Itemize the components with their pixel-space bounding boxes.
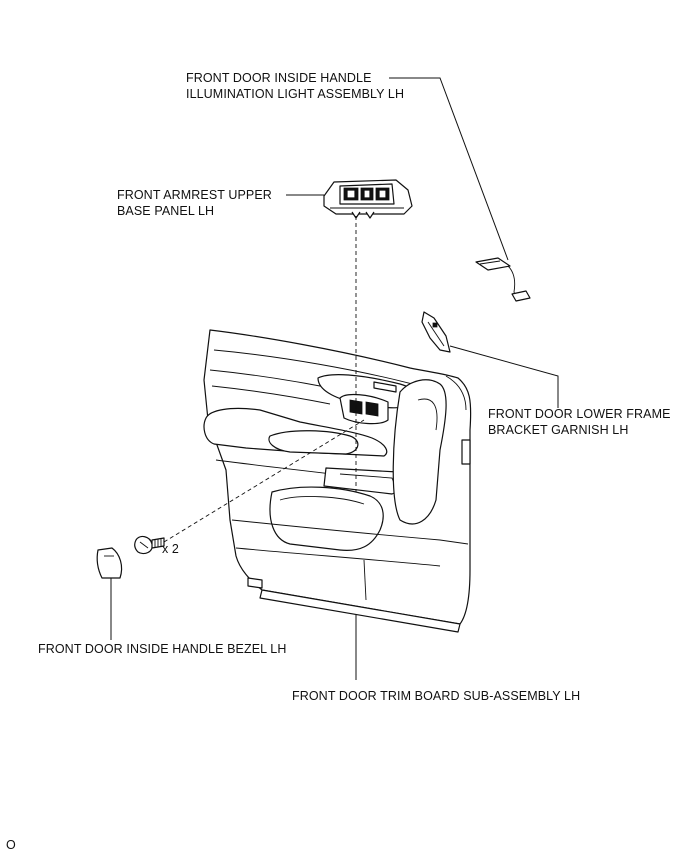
label-lower-frame-garnish-line2: BRACKET GARNISH LH (488, 423, 629, 437)
label-trim-board: FRONT DOOR TRIM BOARD SUB-ASSEMBLY LH (292, 689, 580, 703)
trim-board-assembly (203, 329, 472, 633)
label-screw-quantity: x 2 (162, 542, 179, 556)
lower-frame-bracket-garnish (421, 311, 451, 353)
inside-handle-bezel (96, 547, 123, 579)
label-lower-frame-garnish-line1: FRONT DOOR LOWER FRAME (488, 407, 671, 421)
label-handle-light-line2: ILLUMINATION LIGHT ASSEMBLY LH (186, 87, 404, 101)
label-armrest-panel-line1: FRONT ARMREST UPPER (117, 188, 272, 202)
leader-lower-frame-garnish (449, 345, 559, 408)
screw (134, 535, 165, 555)
label-handle-bezel: FRONT DOOR INSIDE HANDLE BEZEL LH (38, 642, 286, 656)
armrest-upper-base-panel (323, 179, 413, 219)
illumination-light-assembly (475, 257, 531, 302)
leader-handle-light (389, 77, 509, 261)
corner-mark: O (6, 838, 16, 852)
label-handle-light-line1: FRONT DOOR INSIDE HANDLE (186, 71, 372, 85)
label-armrest-panel-line2: BASE PANEL LH (117, 204, 214, 218)
